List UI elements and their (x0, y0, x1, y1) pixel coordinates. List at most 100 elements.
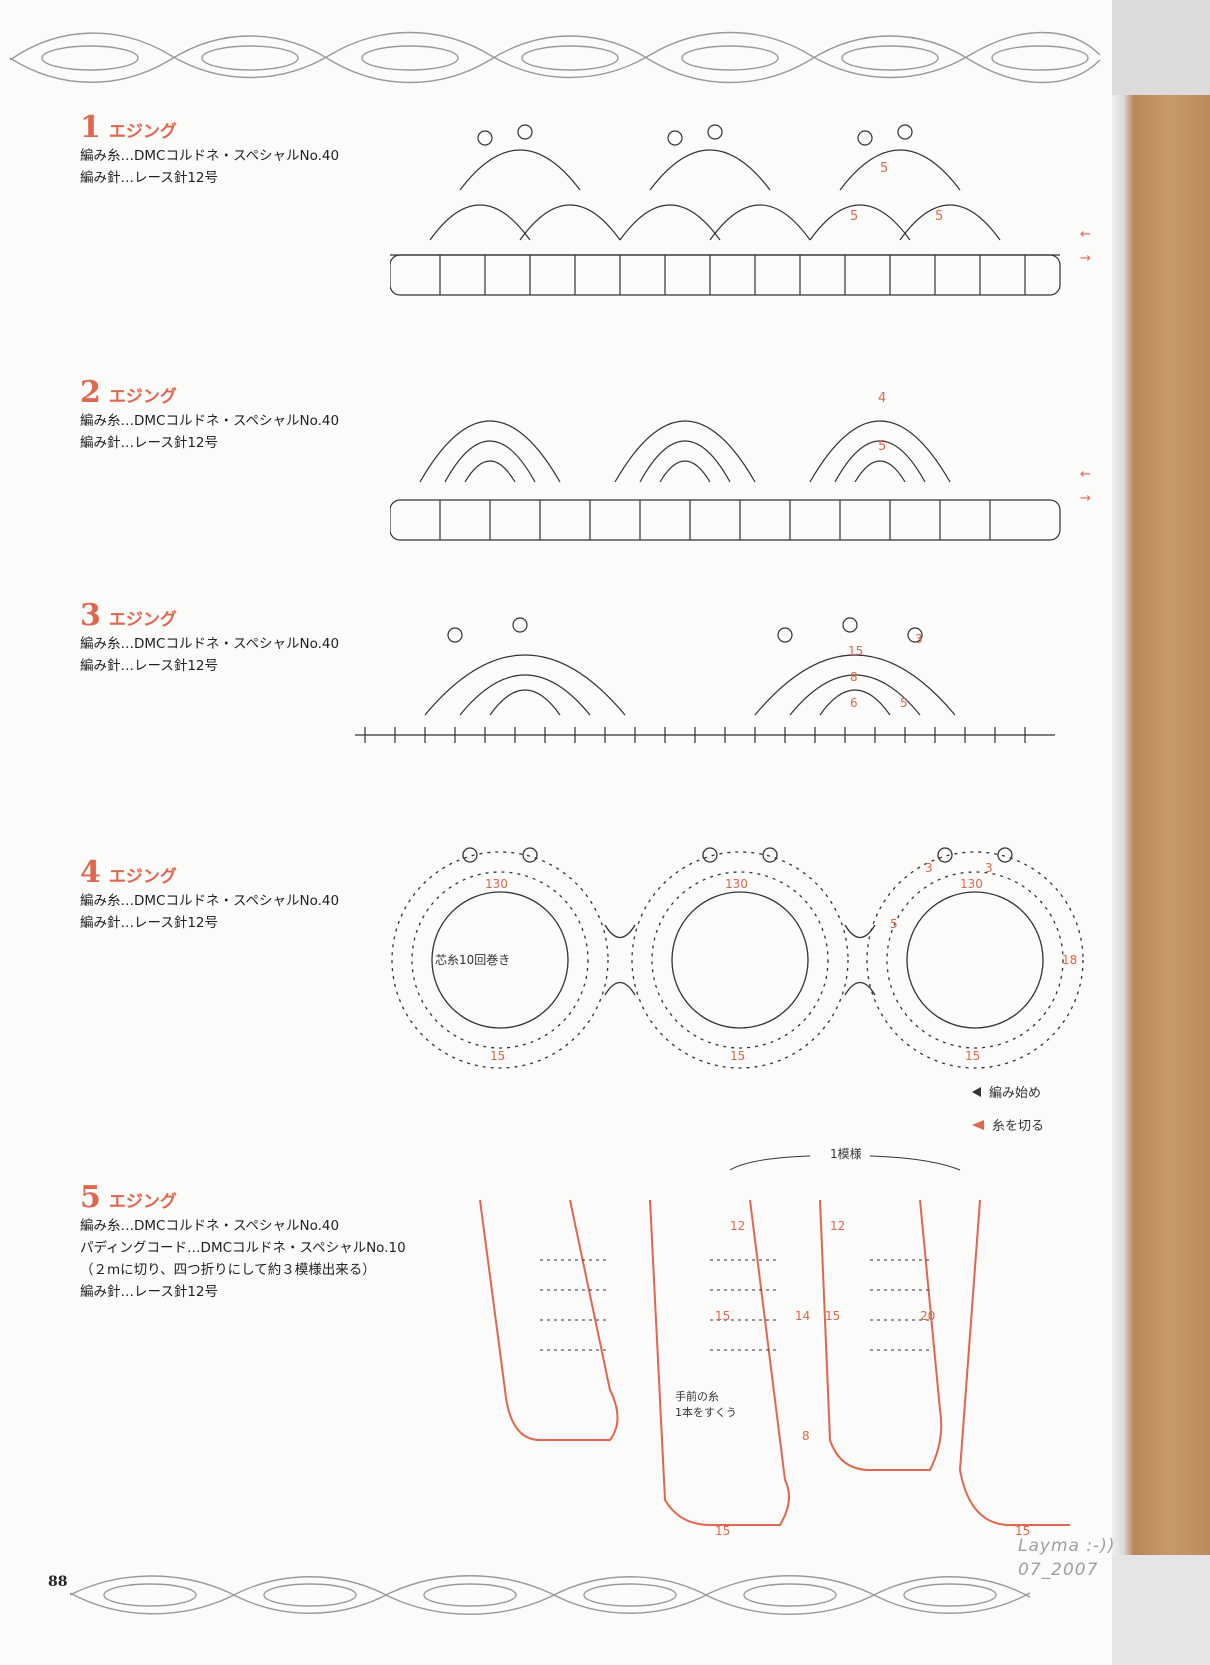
note-line-1: 手前の糸 (675, 1389, 719, 1403)
core-label: 芯糸10回巻き (435, 953, 510, 967)
diagram-label: 15 (965, 1049, 980, 1063)
diagram-1: 5 5 5 ← → (390, 124, 1091, 296)
diagram-label: 20 (920, 1309, 935, 1323)
fan-scallops (419, 420, 951, 483)
section-1: 1 エジング 編み糸…DMCコルドネ・スペシャルNo.40 編み針…レース針12… (80, 110, 339, 189)
foundation-chain (390, 254, 1061, 296)
section-2: 2 エジング 編み糸…DMCコルドネ・スペシャルNo.40 編み針…レース針12… (80, 375, 339, 454)
section-title: エジング (108, 1192, 177, 1212)
spec-hook: 編み針…レース針12号 (80, 435, 219, 451)
diagram-label: 12 (730, 1219, 745, 1233)
diagram-4: 芯糸10回巻き 130 130 130 15 15 15 3 3 5 18 (391, 847, 1084, 1069)
spec-hook: 編み針…レース針12号 (80, 1284, 219, 1300)
section-number: 5 (80, 1180, 101, 1215)
padding-cord-path (479, 1199, 1070, 1526)
note-line-2: 1本をすくう (675, 1405, 737, 1419)
diagram-5: 1模様 手前の糸 1本をすくう 12 12 15 14 15 20 (479, 1147, 1070, 1538)
foundation-chain (390, 499, 1061, 541)
foundation-stitches (439, 500, 991, 540)
watermark-line-2: 07_2007 (1018, 1560, 1099, 1580)
core-ring (431, 891, 569, 1029)
diagram-label: 4 (878, 391, 886, 406)
diagram-label: 18 (1062, 953, 1077, 967)
spine-bottom-shade (1112, 1555, 1210, 1665)
spec-yarn: 編み糸…DMCコルドネ・スペシャルNo.40 (80, 636, 340, 652)
diagram-label: 5 (850, 209, 858, 224)
paper (0, 0, 1112, 1665)
arrow-right: → (1080, 251, 1091, 266)
diagram-3: 15 8 6 5 3 (355, 617, 1055, 743)
diagram-2: 4 5 ← → (390, 391, 1091, 541)
diagram-label: 15 (1015, 1524, 1030, 1538)
spec-yarn: 編み糸…DMCコルドネ・スペシャルNo.40 (80, 148, 340, 164)
diagram-label: 15 (715, 1524, 730, 1538)
diagram-label: 8 (850, 670, 858, 684)
diagram-label: 130 (485, 877, 508, 891)
spec-hook: 編み針…レース針12号 (80, 658, 219, 674)
section-2-title: 2 エジング (80, 375, 339, 410)
diagram-label: 3 (915, 632, 923, 646)
spec-yarn: 編み糸…DMCコルドネ・スペシャルNo.40 (80, 413, 340, 429)
stitch-rows (540, 1259, 930, 1351)
spec-hook: 編み針…レース針12号 (80, 170, 219, 186)
diagram-label: 5 (878, 439, 886, 454)
diagram-label: 130 (960, 877, 983, 891)
diagram-label: 8 (802, 1429, 810, 1443)
diagram-label: 5 (900, 696, 908, 710)
page-number: 88 (48, 1574, 68, 1590)
spec-cord-note: （２mに切り、四つ折りにして約３模様出来る） (80, 1262, 376, 1278)
diagram-label: 15 (848, 644, 863, 658)
spine-top-shade (1112, 0, 1210, 95)
base-stitches (364, 727, 1026, 743)
spec-hook: 編み針…レース針12号 (80, 915, 219, 931)
section-number: 3 (80, 598, 101, 633)
scallops-row (429, 149, 1001, 241)
spec-padding-cord: パディングコード…DMCコルドネ・スペシャルNo.10 (80, 1240, 406, 1256)
diagram-label: 15 (730, 1049, 745, 1063)
legend-cut-label: 糸を切る (992, 1119, 1045, 1134)
top-ornament-border (9, 31, 1101, 84)
section-number: 1 (80, 110, 101, 145)
section-4: 4 エジング 編み糸…DMCコルドネ・スペシャルNo.40 編み針…レース針12… (80, 855, 339, 934)
section-number: 2 (80, 375, 101, 410)
arrow-left: ← (1080, 467, 1091, 482)
legend-cut: 糸を切る (972, 1115, 1044, 1134)
legend-start: 編み始め (972, 1082, 1041, 1101)
diagram-label: 12 (830, 1219, 845, 1233)
bottom-ornament-border (69, 1575, 1031, 1615)
arrow-right: → (1080, 491, 1091, 506)
start-marker-icon (972, 1086, 981, 1097)
arches (424, 654, 956, 716)
section-4-title: 4 エジング (80, 855, 339, 890)
core-ring (671, 891, 809, 1029)
diagram-label: 3 (985, 861, 993, 875)
section-title: エジング (108, 387, 177, 407)
diagram-label: 130 (725, 877, 748, 891)
core-ring (906, 891, 1044, 1029)
diagram-label: 14 (795, 1309, 810, 1323)
section-3-title: 3 エジング (80, 598, 339, 633)
spec-yarn: 編み糸…DMCコルドネ・スペシャルNo.40 (80, 893, 340, 909)
arrow-left: ← (1080, 227, 1091, 242)
section-title: エジング (108, 867, 177, 887)
section-5-title: 5 エジング (80, 1180, 406, 1215)
diagram-label: 5 (890, 917, 898, 931)
diagram-label: 6 (850, 696, 858, 710)
diagram-label: 3 (925, 861, 933, 875)
cut-marker-icon (972, 1119, 984, 1130)
spec-yarn: 編み糸…DMCコルドネ・スペシャルNo.40 (80, 1218, 340, 1234)
watermark-line-1: Layma :-)) (1018, 1536, 1116, 1556)
diagram-label: 15 (715, 1309, 730, 1323)
diagram-label: 15 (490, 1049, 505, 1063)
section-title: エジング (108, 610, 177, 630)
section-3: 3 エジング 編み糸…DMCコルドネ・スペシャルNo.40 編み針…レース針12… (80, 598, 339, 677)
section-title: エジング (108, 122, 177, 142)
legend-start-label: 編み始め (989, 1086, 1042, 1101)
picots (477, 124, 913, 146)
section-1-title: 1 エジング (80, 110, 339, 145)
section-number: 4 (80, 855, 101, 890)
repeat-label: 1模様 (830, 1147, 862, 1161)
book-spine (1112, 0, 1210, 1665)
section-5: 5 エジング 編み糸…DMCコルドネ・スペシャルNo.40 パディングコード…D… (80, 1180, 406, 1303)
